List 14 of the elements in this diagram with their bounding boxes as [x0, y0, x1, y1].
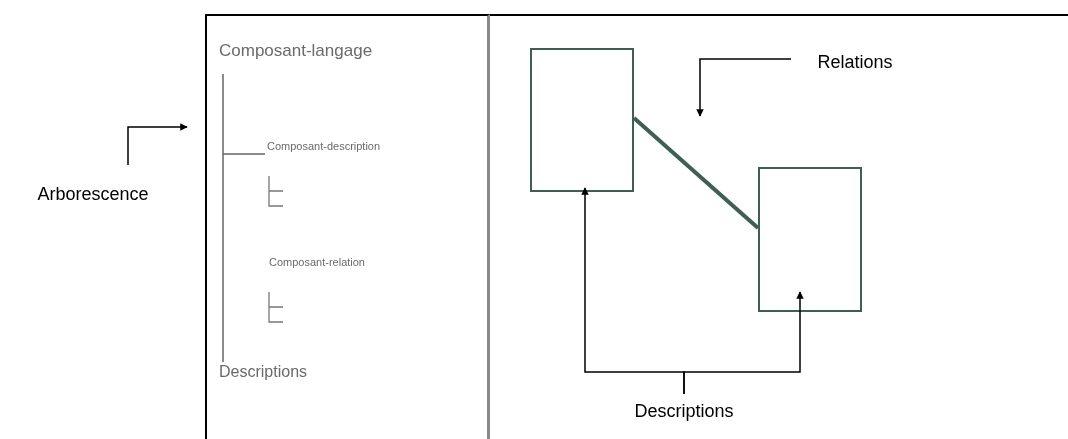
relation-line: [632, 116, 760, 230]
tree-item-label: Composant-langage: [219, 40, 373, 62]
leader-arrow: [127, 123, 188, 166]
callout-label: Relations: [795, 49, 915, 73]
leader-arrow: [683, 291, 804, 395]
leader-arrow: [696, 58, 792, 117]
callout-label: Arborescence: [8, 181, 178, 205]
tree-item-label: Composant-description: [267, 139, 381, 154]
tree-panel: [205, 14, 490, 439]
callout-label: Descriptions: [622, 398, 746, 422]
description-box: [530, 48, 634, 192]
tree-item-label: Composant-relation: [269, 255, 365, 270]
description-box: [758, 167, 862, 312]
tree-item-label: Descriptions: [219, 362, 308, 382]
